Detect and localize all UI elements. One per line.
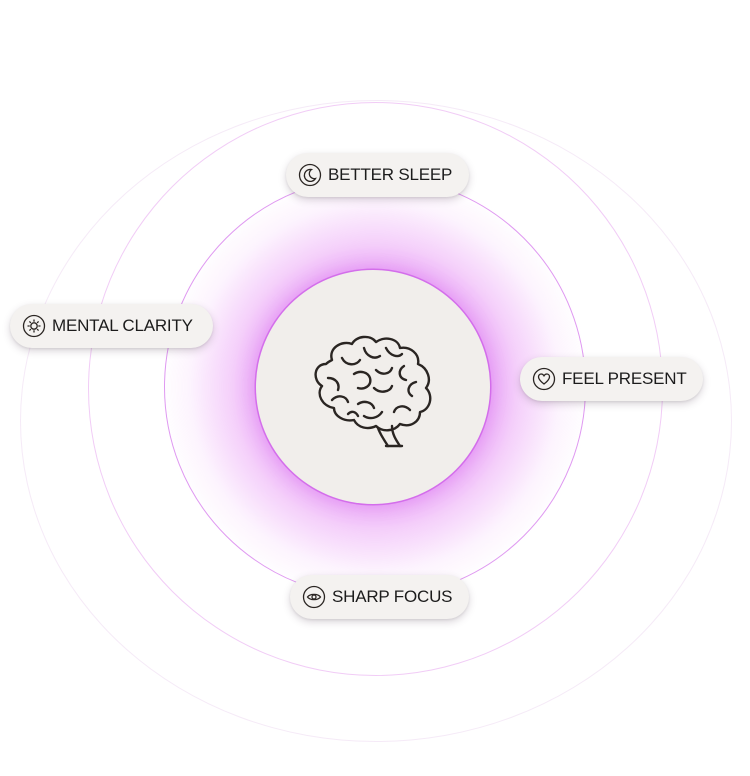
better-sleep-label: BETTER SLEEP [328, 165, 453, 184]
sun-icon [22, 314, 46, 338]
sharp-focus-pill[interactable]: SHARP FOCUS [290, 575, 469, 619]
eye-icon [302, 585, 326, 609]
better-sleep-pill[interactable]: BETTER SLEEP [286, 153, 469, 197]
sharp-focus-label: SHARP FOCUS [332, 587, 453, 606]
brain-icon [314, 335, 432, 448]
feel-present-pill[interactable]: FEEL PRESENT [520, 357, 703, 401]
heart-icon [532, 367, 556, 391]
moon-icon [298, 163, 322, 187]
outer-ring [20, 100, 732, 742]
feel-present-label: FEEL PRESENT [562, 369, 687, 388]
mental-clarity-label: MENTAL CLARITY [52, 316, 193, 335]
mental-clarity-pill[interactable]: MENTAL CLARITY [10, 304, 213, 348]
center-circle [256, 270, 490, 504]
